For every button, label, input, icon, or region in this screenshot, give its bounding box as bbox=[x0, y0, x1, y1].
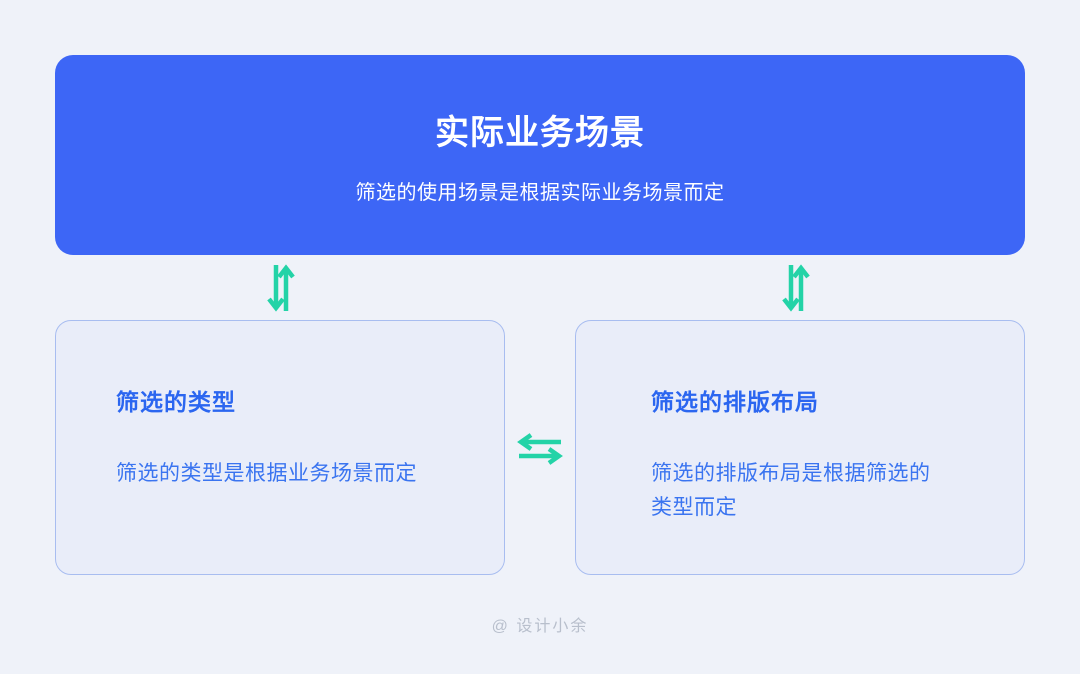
swap-horizontal-icon bbox=[516, 433, 564, 465]
filter-layout-card-body: 筛选的排版布局是根据筛选的类型而定 bbox=[651, 462, 931, 519]
watermark-credit: @ 设计小余 bbox=[491, 618, 589, 635]
banner-title: 实际业务场景 bbox=[435, 114, 645, 152]
business-scenario-banner: 实际业务场景 筛选的使用场景是根据实际业务场景而定 bbox=[55, 55, 1025, 255]
swap-vertical-icon-left bbox=[267, 262, 295, 314]
filter-type-card-title: 筛选的类型 bbox=[116, 389, 236, 415]
filter-type-card-body: 筛选的类型是根据业务场景而定 bbox=[116, 462, 417, 485]
filter-layout-card-title: 筛选的排版布局 bbox=[651, 389, 819, 415]
filter-layout-card: 筛选的排版布局 筛选的排版布局是根据筛选的类型而定 bbox=[575, 320, 1025, 575]
swap-vertical-icon-right bbox=[782, 262, 810, 314]
banner-subtitle: 筛选的使用场景是根据实际业务场景而定 bbox=[355, 182, 725, 204]
filter-type-card: 筛选的类型 筛选的类型是根据业务场景而定 bbox=[55, 320, 505, 575]
